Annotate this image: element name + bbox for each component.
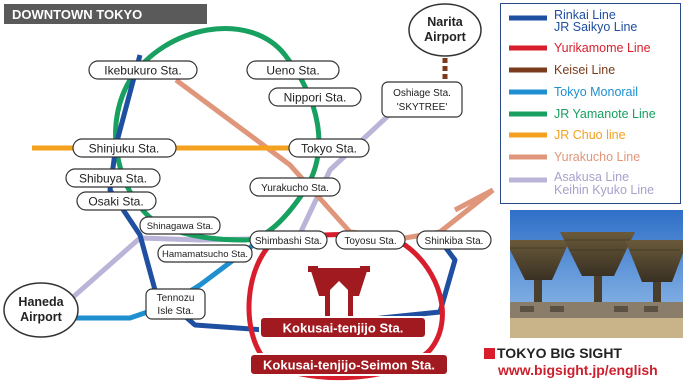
station-nippori[interactable]: Nippori Sta. [268, 87, 362, 107]
legend-yurikamome: Yurikamome Line [509, 41, 651, 55]
station-toyosu[interactable]: Toyosu Sta. [335, 230, 406, 250]
venue-name: TOKYO BIG SIGHT [484, 345, 683, 361]
svg-text:Toyosu Sta.: Toyosu Sta. [344, 236, 396, 247]
station-yurakucho[interactable]: Yurakucho Sta. [249, 177, 341, 197]
venue-name-text: TOKYO BIG SIGHT [497, 345, 622, 361]
station-shibuya[interactable]: Shibuya Sta. [65, 168, 161, 188]
svg-text:Isle Sta.: Isle Sta. [157, 306, 193, 317]
svg-text:Kokusai-tenjijo-Seimon Sta.: Kokusai-tenjijo-Seimon Sta. [263, 358, 435, 373]
legend-yamanote: JR Yamanote Line [509, 107, 656, 121]
station-tokyo[interactable]: Tokyo Sta. [288, 138, 370, 158]
map-title-bg [4, 4, 207, 24]
legend-keisei: Keisei Line [509, 63, 615, 77]
legend-yurakucho: Yurakucho Line [509, 150, 640, 164]
legend-monorail: Tokyo Monorail [509, 85, 638, 99]
map-title: DOWNTOWN TOKYO [12, 7, 142, 22]
photo-caption: TOKYO BIG SIGHT www.bigsight.jp/english [484, 345, 683, 385]
svg-text:Tokyo Monorail: Tokyo Monorail [554, 85, 638, 99]
svg-text:Shinkiba Sta.: Shinkiba Sta. [425, 236, 484, 247]
legend-asakusa: Asakusa Line Keihin Kyuko Line [509, 170, 654, 197]
svg-text:'SKYTREE': 'SKYTREE' [397, 102, 448, 113]
svg-text:Haneda: Haneda [18, 295, 64, 309]
airport-narita[interactable]: Narita Airport [408, 3, 482, 57]
svg-text:Shinagawa Sta.: Shinagawa Sta. [147, 221, 214, 232]
svg-text:Yurakucho Sta.: Yurakucho Sta. [261, 183, 329, 194]
svg-text:Shimbashi Sta.: Shimbashi Sta. [255, 236, 322, 247]
svg-text:Shinjuku Sta.: Shinjuku Sta. [89, 142, 160, 156]
station-shinkiba[interactable]: Shinkiba Sta. [416, 230, 492, 250]
svg-text:Yurikamome Line: Yurikamome Line [554, 41, 651, 55]
station-tennozu-isle[interactable]: Tennozu Isle Sta. [145, 288, 206, 320]
airport-haneda[interactable]: Haneda Airport [3, 282, 79, 338]
svg-text:Hamamatsucho Sta.: Hamamatsucho Sta. [162, 249, 248, 260]
svg-text:Rinkai Line: Rinkai Line [554, 8, 616, 22]
svg-text:Keisei Line: Keisei Line [554, 63, 615, 77]
station-ueno[interactable]: Ueno Sta. [246, 60, 340, 80]
svg-text:Airport: Airport [424, 30, 467, 44]
station-oshiage[interactable]: Oshiage Sta. 'SKYTREE' [381, 81, 463, 118]
station-ikebukuro[interactable]: Ikebukuro Sta. [88, 60, 198, 80]
svg-text:Ueno Sta.: Ueno Sta. [266, 64, 319, 78]
legend-chuo: JR Chuo line [509, 128, 626, 142]
svg-text:Yurakucho Line: Yurakucho Line [554, 150, 640, 164]
svg-text:Shibuya Sta.: Shibuya Sta. [79, 172, 147, 186]
svg-text:Kokusai-tenjijo Sta.: Kokusai-tenjijo Sta. [283, 321, 404, 336]
station-shinagawa[interactable]: Shinagawa Sta. [139, 216, 221, 235]
station-shimbashi[interactable]: Shimbashi Sta. [249, 230, 328, 250]
red-square-icon [484, 348, 495, 359]
station-osaki[interactable]: Osaki Sta. [76, 191, 157, 211]
svg-text:Airport: Airport [20, 310, 63, 324]
svg-text:Nippori Sta.: Nippori Sta. [284, 91, 347, 105]
station-shinjuku[interactable]: Shinjuku Sta. [72, 138, 177, 158]
yurakucho-branch [453, 187, 495, 213]
station-hamamatsucho[interactable]: Hamamatsucho Sta. [157, 244, 253, 263]
svg-text:Narita: Narita [427, 15, 463, 29]
svg-text:Keihin Kyuko Line: Keihin Kyuko Line [554, 183, 654, 197]
svg-text:JR Saikyo Line: JR Saikyo Line [554, 20, 637, 34]
big-sight-photo [510, 210, 683, 338]
svg-text:Tokyo Sta.: Tokyo Sta. [301, 142, 357, 156]
svg-text:Tennozu: Tennozu [157, 293, 195, 304]
svg-text:Osaki Sta.: Osaki Sta. [88, 195, 143, 209]
venue-icon [308, 266, 370, 320]
venue-url[interactable]: www.bigsight.jp/english [498, 362, 658, 378]
svg-text:JR Chuo line: JR Chuo line [554, 128, 626, 142]
legend-rinkai: Rinkai Line JR Saikyo Line [509, 8, 637, 34]
legend: Rinkai Line JR Saikyo Line Yurikamome Li… [500, 3, 681, 204]
station-kokusai-tenjijo-seimon[interactable]: Kokusai-tenjijo-Seimon Sta. [249, 353, 449, 376]
svg-text:Asakusa Line: Asakusa Line [554, 170, 629, 184]
svg-text:JR Yamanote Line: JR Yamanote Line [554, 107, 656, 121]
station-kokusai-tenjijo[interactable]: Kokusai-tenjijo Sta. [259, 316, 427, 339]
svg-text:Oshiage Sta.: Oshiage Sta. [393, 88, 451, 99]
svg-text:Ikebukuro Sta.: Ikebukuro Sta. [104, 64, 181, 78]
